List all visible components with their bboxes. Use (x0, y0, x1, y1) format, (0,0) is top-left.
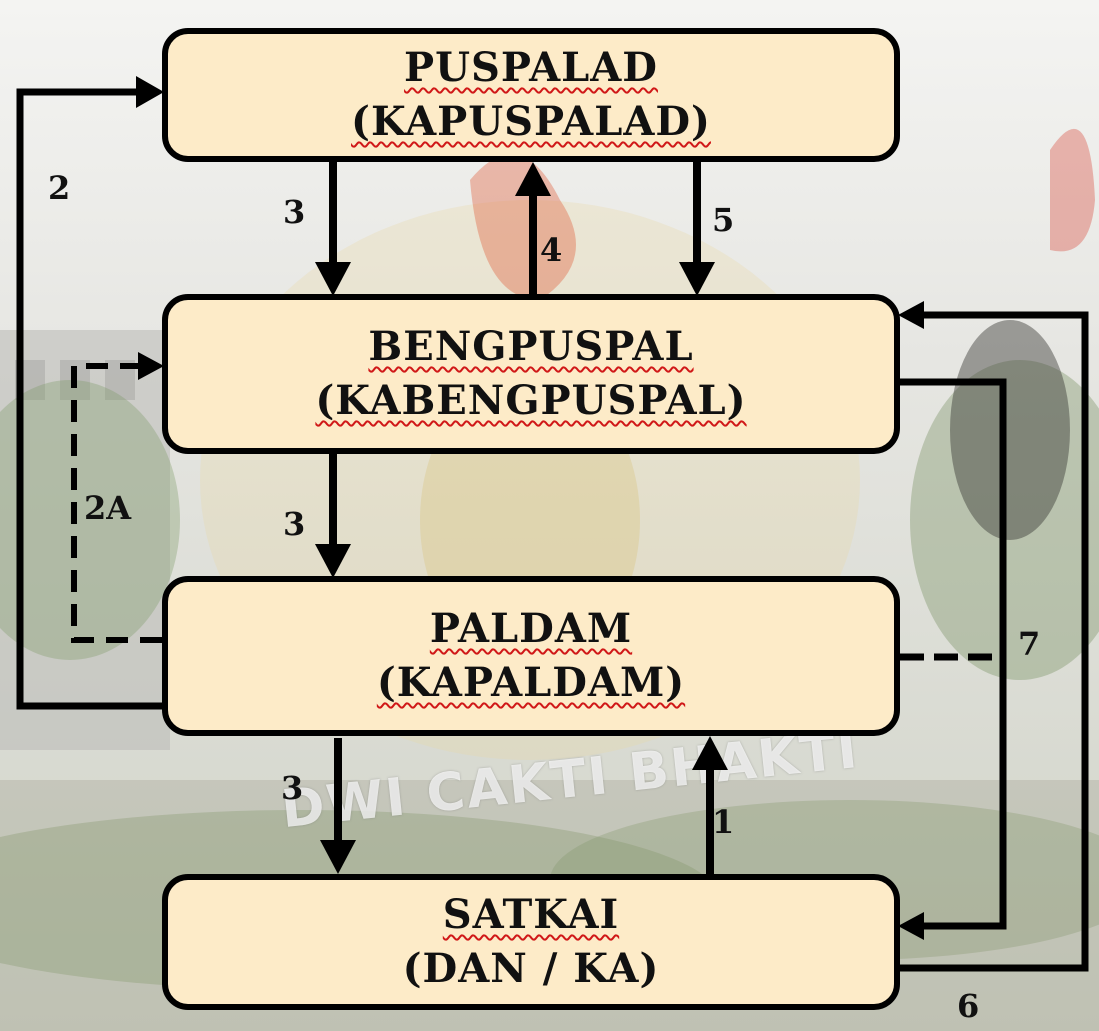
edge-label-5: 5 (712, 201, 735, 239)
node-paldam-subtitle: (KAPALDAM) (376, 659, 686, 706)
edge-4-arrow (515, 162, 551, 296)
edge-2-arrow (16, 76, 164, 710)
node-bengpuspal-subtitle: (KABENGPUSPAL) (315, 377, 747, 424)
node-puspalad-subtitle: (KAPUSPALAD) (351, 98, 711, 145)
edge-5-arrow (679, 162, 715, 296)
edge-label-2: 2 (48, 169, 71, 207)
node-puspalad-title: PUSPALAD (404, 44, 658, 91)
node-bengpuspal: BENGPUSPAL (KABENGPUSPAL) (162, 294, 900, 454)
edge-3-mid-arrow (315, 454, 351, 578)
edge-3-bottom-arrow (320, 738, 356, 874)
edge-label-6: 6 (957, 987, 980, 1025)
edge-label-4: 4 (540, 231, 563, 269)
edge-7-arrow (898, 378, 1007, 940)
edge-label-7: 7 (1018, 625, 1041, 663)
edge-label-3-bottom: 3 (281, 769, 304, 807)
edge-3-top-arrow (315, 162, 351, 296)
edge-label-2a: 2A (84, 489, 132, 527)
edge-1-arrow (692, 736, 728, 876)
edge-label-1: 1 (712, 803, 735, 841)
node-bengpuspal-title: BENGPUSPAL (368, 323, 694, 370)
node-paldam-title: PALDAM (429, 605, 633, 652)
node-paldam: PALDAM (KAPALDAM) (162, 576, 900, 736)
edge-6-arrow (898, 301, 1089, 972)
edge-label-3-mid: 3 (283, 505, 306, 543)
node-satkai-subtitle: (DAN / KA) (402, 945, 660, 992)
node-puspalad: PUSPALAD (KAPUSPALAD) (162, 28, 900, 162)
edge-label-3-top: 3 (283, 193, 306, 231)
edge-2a-arrow (71, 352, 164, 643)
node-satkai-title: SATKAI (442, 891, 620, 938)
node-satkai: SATKAI (DAN / KA) (162, 874, 900, 1010)
